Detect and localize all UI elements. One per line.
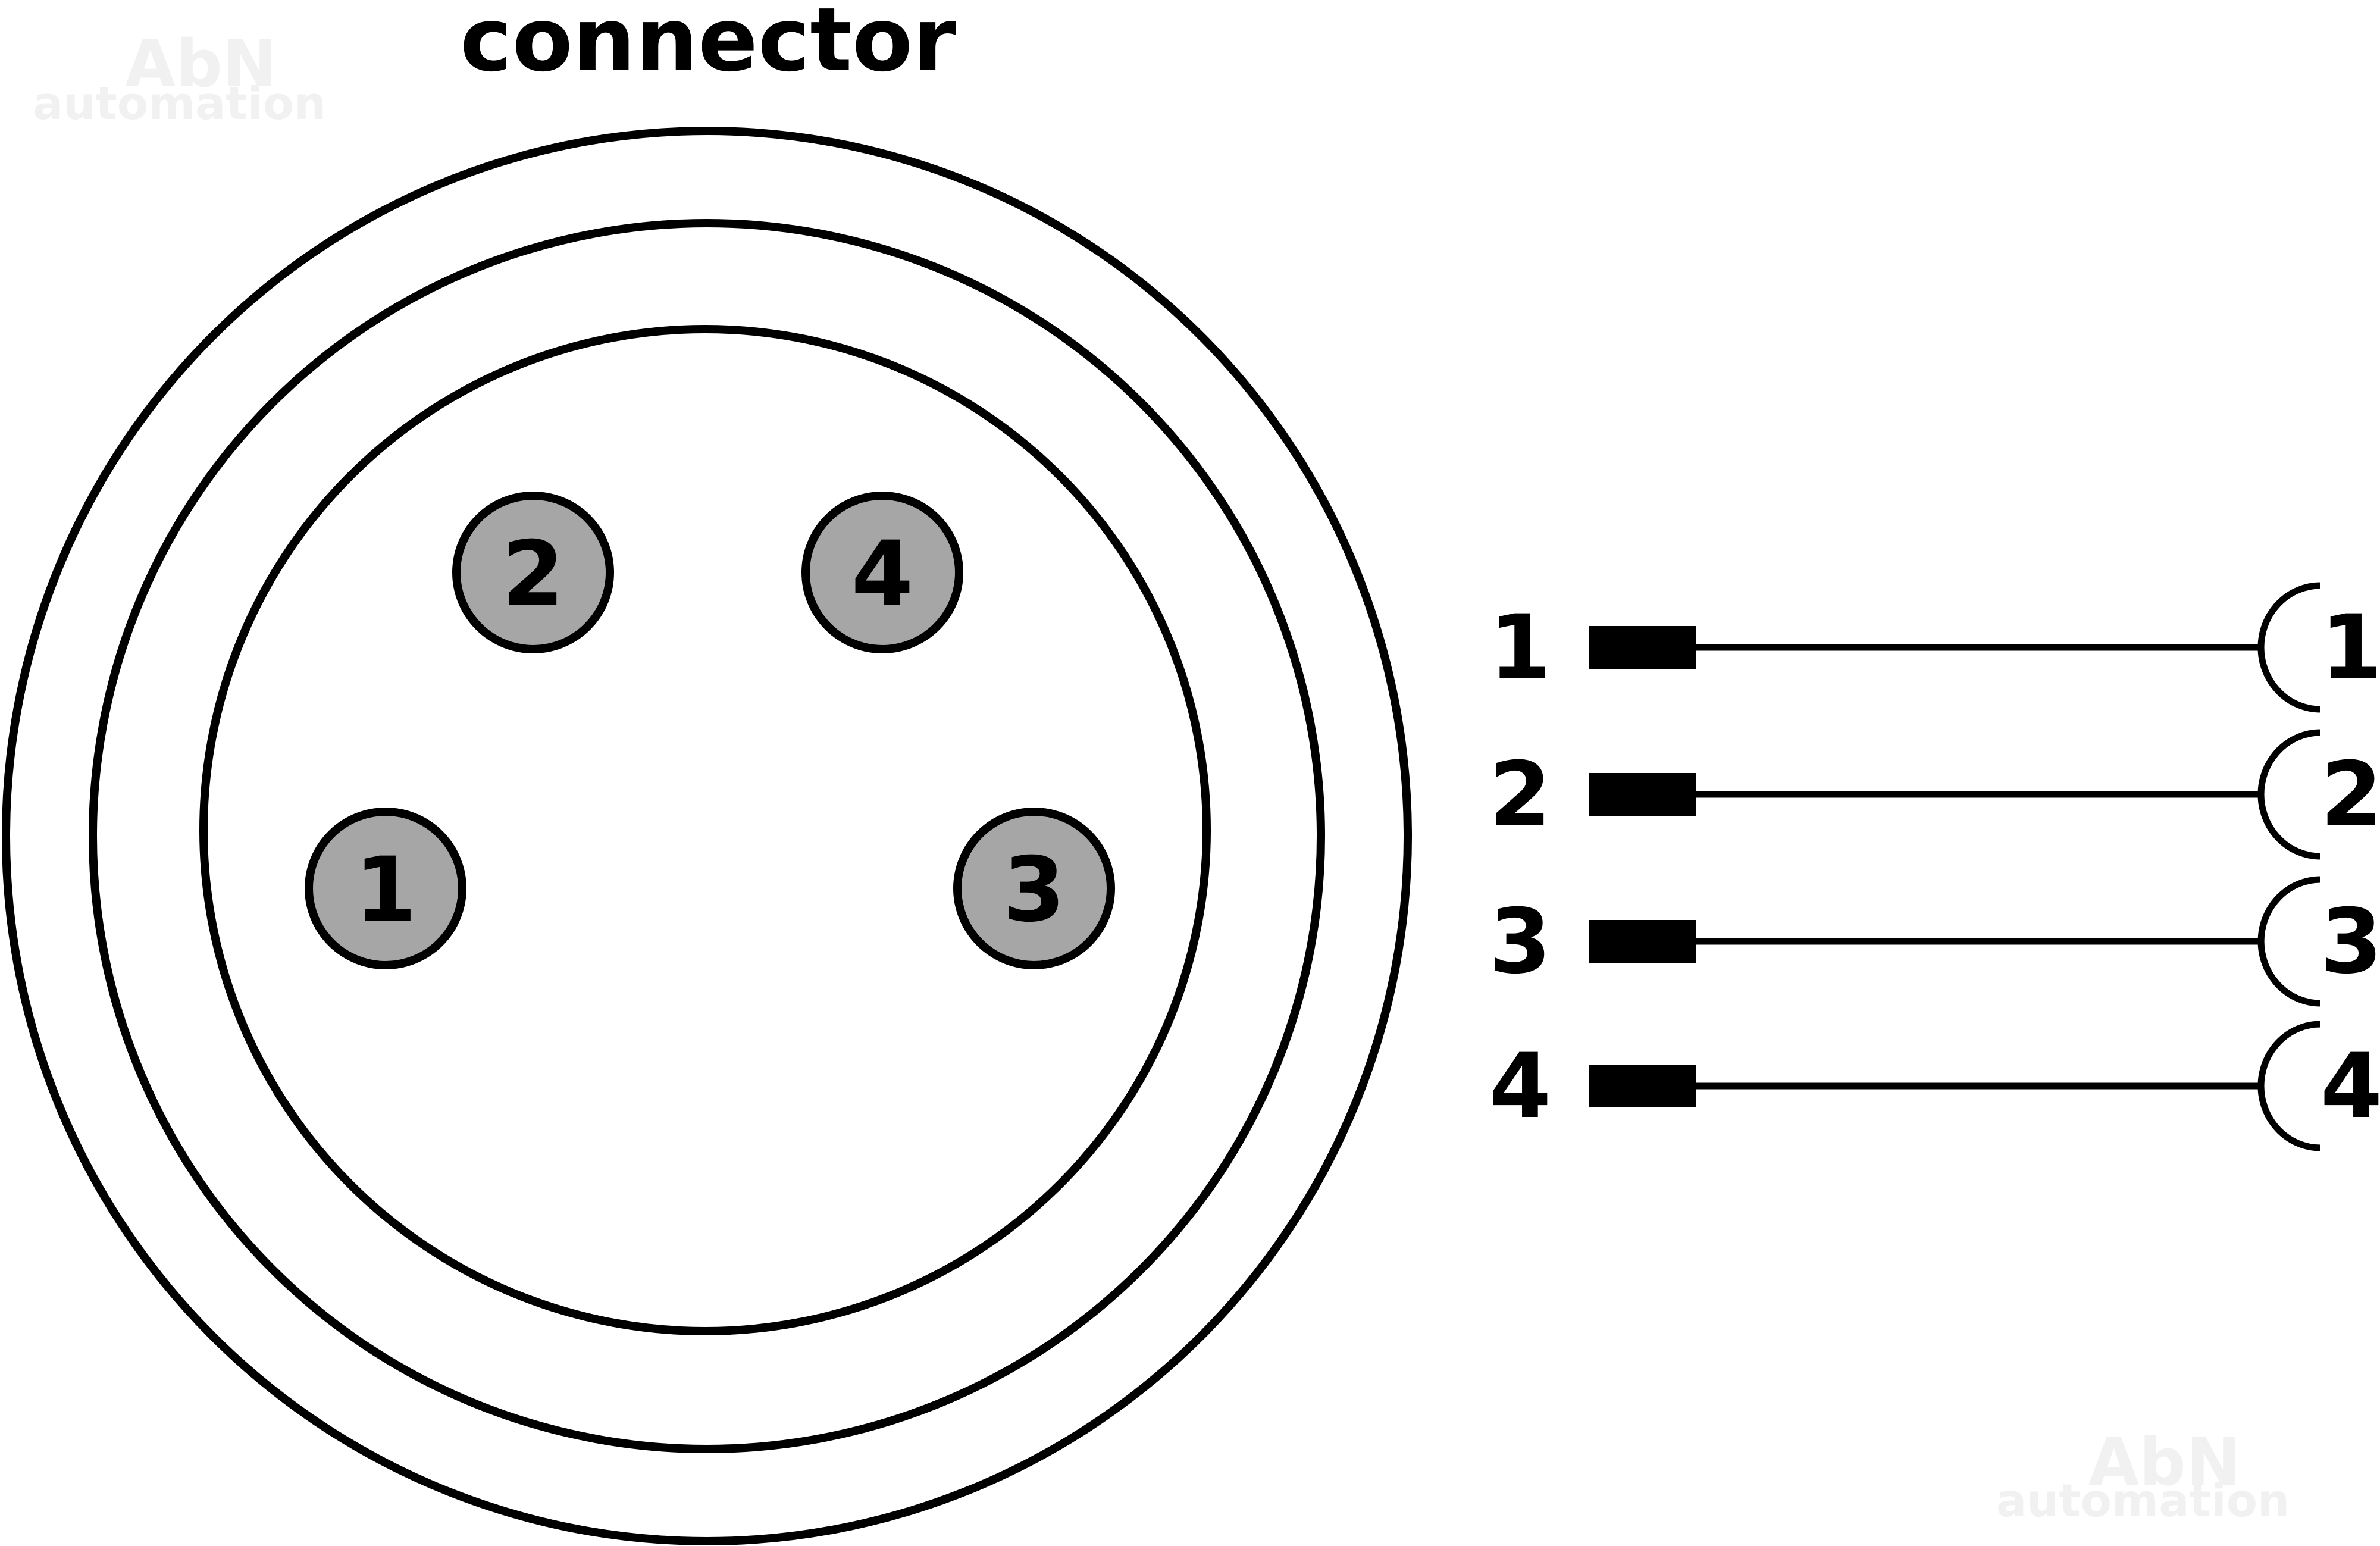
socket-contact [2257, 729, 2321, 860]
wire-right-label: 4 [2320, 1035, 2380, 1138]
pin-circle [953, 808, 1115, 969]
socket-contact [2257, 1021, 2321, 1151]
pin-circle [305, 808, 466, 969]
middle-ring [89, 219, 1325, 1453]
connector-face [2, 127, 1412, 1545]
wire-left-label: 1 [1489, 596, 1551, 700]
watermark-line2: automation [1996, 1474, 2290, 1527]
pin-number: 4 [851, 522, 913, 626]
wire-left-label: 3 [1489, 890, 1551, 994]
wire-left-label: 2 [1489, 743, 1551, 847]
wire-1: 1 1 [1489, 582, 2380, 713]
watermark-bottom-right: AbN automation [1996, 1424, 2290, 1527]
pin-circle [801, 492, 963, 653]
pin-2: 2 [452, 492, 614, 653]
diagram-title: connector [460, 0, 956, 91]
watermark-line1: AbN [2088, 1424, 2241, 1500]
plug-contact [1589, 626, 1696, 669]
plug-contact [1589, 920, 1696, 963]
wire-right-label: 3 [2320, 890, 2380, 994]
watermark-top-left: AbN automation [33, 26, 326, 130]
pin-4: 4 [801, 492, 963, 653]
pin-1: 1 [305, 808, 466, 969]
wire-3: 3 3 [1489, 876, 2380, 1007]
pin-circle [452, 492, 614, 653]
plug-contact [1589, 773, 1696, 816]
plug-contact [1589, 1065, 1696, 1107]
wire-right-label: 2 [2320, 743, 2380, 847]
inner-ring [199, 325, 1211, 1335]
socket-contact [2257, 876, 2321, 1007]
wire-left-label: 4 [1489, 1035, 1551, 1138]
wire-right-label: 1 [2320, 596, 2380, 700]
outer-ring [2, 127, 1412, 1545]
pin-number: 3 [1003, 838, 1065, 942]
watermark-line1: AbN [125, 26, 277, 102]
wire-2: 2 2 [1489, 729, 2380, 860]
wire-4: 4 4 [1489, 1021, 2380, 1151]
pin-number: 2 [502, 522, 564, 626]
pin-3: 3 [953, 808, 1115, 969]
pin-number: 1 [355, 838, 416, 942]
socket-contact [2257, 582, 2321, 713]
watermark-line2: automation [33, 77, 326, 130]
